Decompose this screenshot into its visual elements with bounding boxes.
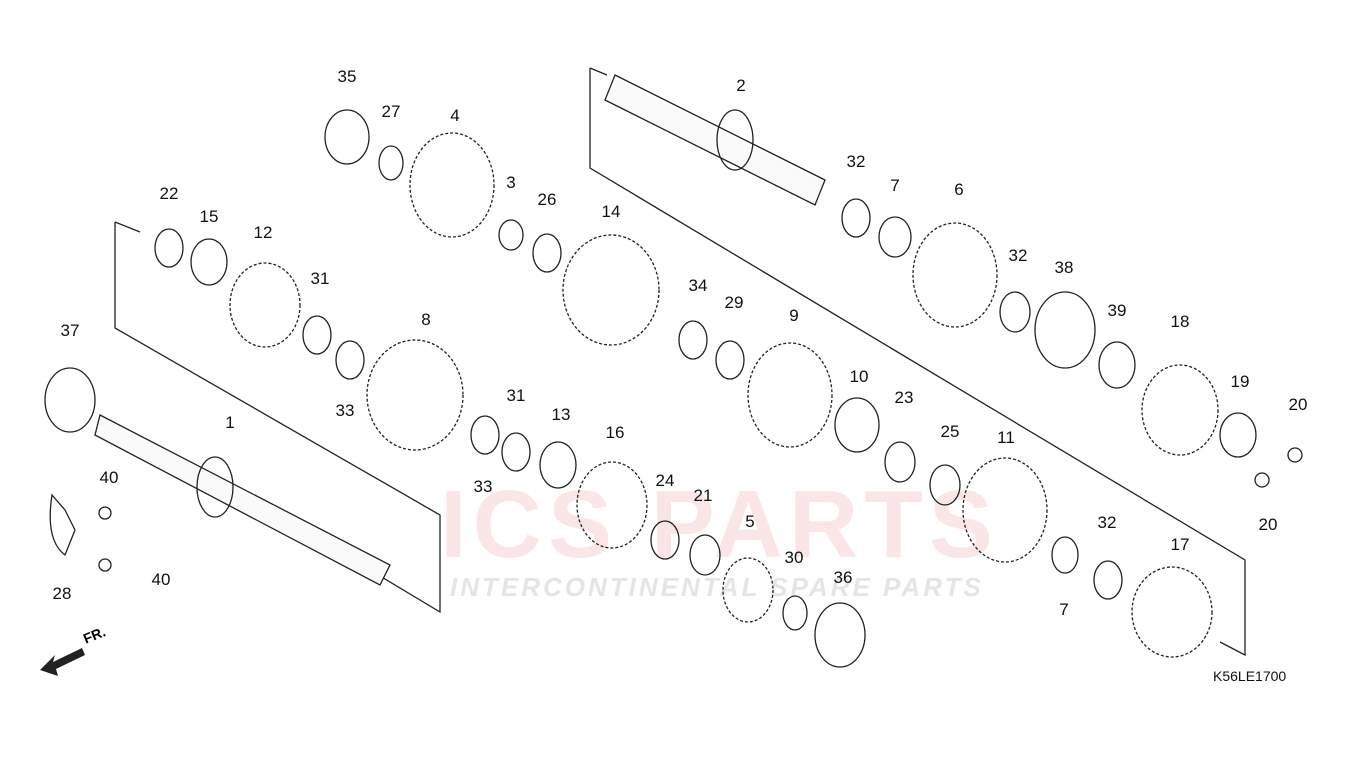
callout-5[interactable]: 5 bbox=[745, 512, 755, 531]
callout-7[interactable]: 7 bbox=[1059, 600, 1069, 619]
callout-24[interactable]: 24 bbox=[655, 471, 675, 490]
callout-31[interactable]: 31 bbox=[506, 386, 526, 405]
callout-22[interactable]: 22 bbox=[159, 184, 179, 203]
callout-33[interactable]: 33 bbox=[473, 477, 493, 496]
callout-23[interactable]: 23 bbox=[894, 388, 914, 407]
counter-shaft bbox=[604, 74, 826, 206]
callout-4[interactable]: 4 bbox=[450, 106, 460, 125]
callout-14[interactable]: 14 bbox=[601, 202, 621, 221]
callout-33[interactable]: 33 bbox=[335, 401, 355, 420]
callout-34[interactable]: 34 bbox=[688, 276, 708, 295]
callout-26[interactable]: 26 bbox=[537, 190, 557, 209]
callout-19[interactable]: 19 bbox=[1230, 372, 1250, 391]
front-arrow-icon bbox=[40, 648, 85, 676]
callout-17[interactable]: 17 bbox=[1170, 535, 1190, 554]
watermark-subtitle: INTERCONTINENTAL SPARE PARTS bbox=[450, 572, 984, 602]
callout-39[interactable]: 39 bbox=[1107, 301, 1127, 320]
callout-32[interactable]: 32 bbox=[1008, 246, 1028, 265]
callout-38[interactable]: 38 bbox=[1054, 258, 1074, 277]
callout-18[interactable]: 18 bbox=[1170, 312, 1190, 331]
group-frame-left bbox=[114, 222, 441, 614]
callout-32[interactable]: 32 bbox=[846, 152, 866, 171]
callout-10[interactable]: 10 bbox=[849, 367, 869, 386]
callout-36[interactable]: 36 bbox=[833, 568, 853, 587]
main-shaft bbox=[94, 414, 391, 586]
callout-31[interactable]: 31 bbox=[310, 269, 330, 288]
bearings-washers bbox=[44, 109, 1303, 668]
callout-6[interactable]: 6 bbox=[954, 180, 964, 199]
callout-3[interactable]: 3 bbox=[506, 173, 516, 192]
callout-12[interactable]: 12 bbox=[253, 223, 273, 242]
callout-32[interactable]: 32 bbox=[1097, 513, 1117, 532]
callout-9[interactable]: 9 bbox=[789, 306, 799, 325]
group-frame-right bbox=[589, 68, 1246, 657]
callout-1[interactable]: 1 bbox=[225, 413, 235, 432]
gears bbox=[229, 132, 1219, 658]
diagram-code: K56LE1700 bbox=[1213, 668, 1287, 684]
callout-20[interactable]: 20 bbox=[1258, 515, 1278, 534]
callout-25[interactable]: 25 bbox=[940, 422, 960, 441]
callout-8[interactable]: 8 bbox=[421, 310, 431, 329]
callout-21[interactable]: 21 bbox=[693, 486, 713, 505]
callout-27[interactable]: 27 bbox=[381, 102, 401, 121]
callout-29[interactable]: 29 bbox=[724, 293, 744, 312]
callout-28[interactable]: 28 bbox=[52, 584, 72, 603]
callout-35[interactable]: 35 bbox=[337, 67, 357, 86]
callout-20[interactable]: 20 bbox=[1288, 395, 1308, 414]
callout-11[interactable]: 11 bbox=[997, 428, 1015, 447]
callout-40[interactable]: 40 bbox=[99, 468, 119, 487]
watermark-logo: ICS PARTS bbox=[440, 471, 999, 578]
callout-40[interactable]: 40 bbox=[151, 570, 171, 589]
callout-7[interactable]: 7 bbox=[890, 176, 900, 195]
callout-16[interactable]: 16 bbox=[605, 423, 625, 442]
callout-2[interactable]: 2 bbox=[736, 76, 746, 95]
callout-30[interactable]: 30 bbox=[784, 548, 804, 567]
callout-15[interactable]: 15 bbox=[199, 207, 219, 226]
callout-37[interactable]: 37 bbox=[60, 321, 80, 340]
callout-13[interactable]: 13 bbox=[551, 405, 571, 424]
